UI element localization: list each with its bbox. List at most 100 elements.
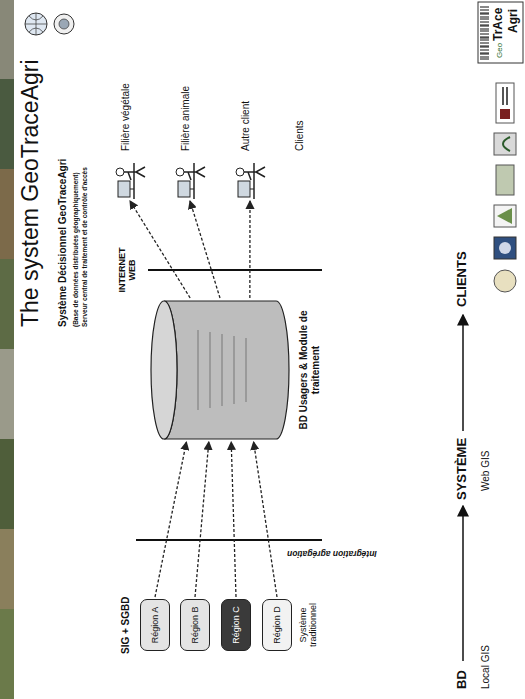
client-station: Filière animale (174, 86, 206, 199)
desk (133, 163, 135, 199)
person-head (176, 168, 184, 176)
globe-icon (25, 13, 47, 35)
region-database: Région C (221, 599, 251, 651)
cylinder-top (151, 301, 177, 439)
computer-user-icon (114, 163, 146, 199)
database-caption: BD Usagers & Module de traitement (298, 300, 321, 440)
photo (0, 79, 14, 169)
flow-step: SYSTÈME (455, 438, 470, 500)
faded-writing (233, 336, 235, 404)
logo-frame (478, 2, 523, 63)
person-head (236, 168, 244, 176)
region-database: Région D (262, 599, 292, 651)
photo (0, 259, 14, 349)
partner-logo (494, 205, 516, 227)
subtitle-note: Serveur central de traitement et de cont… (81, 167, 88, 327)
person-body (124, 167, 145, 180)
column-note: Système traditionnel (298, 593, 319, 657)
flow-note: Local GIS (480, 645, 492, 689)
flow-step: BD (455, 670, 470, 689)
region-database: Région A (140, 599, 170, 651)
flow-step: CLIENTS (455, 251, 470, 307)
photo (0, 439, 14, 529)
flow-arrow (462, 506, 464, 661)
data-flow-arrow (130, 201, 190, 298)
photo (0, 349, 14, 439)
data-flow-arrow (195, 442, 209, 597)
desk (253, 163, 255, 199)
region-name: Région B (190, 606, 200, 643)
monitor-stand (250, 189, 254, 190)
client-name: Autre client (240, 101, 251, 151)
partner-logo (494, 237, 516, 259)
column-heading: SIG + SGBD (120, 596, 132, 654)
client-name: Filière végétale (120, 83, 131, 151)
client-name: Filière animale (180, 86, 191, 151)
photo (0, 609, 14, 699)
monitor (118, 181, 130, 197)
computer-user-icon (174, 163, 206, 199)
region-name: Région C (231, 606, 241, 644)
flow-arrow (462, 315, 464, 431)
central-database: BD Usagers & Module de traitement (150, 300, 321, 440)
data-flow-arrow (249, 201, 250, 298)
partner-logo (497, 208, 512, 224)
partner-logo (494, 133, 516, 155)
partner-logo (499, 242, 511, 254)
region-name: Région A (150, 607, 160, 644)
partner-logo (494, 270, 516, 292)
logo-text: Agri (507, 9, 519, 33)
photo (0, 529, 14, 609)
logo-text: Geo (496, 43, 504, 58)
logo-text: TrAce (492, 8, 504, 41)
slide-title: The system GeoTraceAgri (17, 59, 43, 327)
globe-icon (25, 13, 47, 35)
photo-strip (0, 0, 14, 699)
partner-logo (496, 83, 514, 123)
line-label: INTERNET WEB (117, 244, 138, 296)
partner-logo (503, 137, 510, 151)
data-flow-arrow (231, 442, 236, 597)
faded-writing (221, 334, 223, 406)
data-flow-arrow (155, 442, 186, 597)
partner-logos (494, 83, 516, 292)
flow-note: Web GIS (480, 451, 492, 491)
desk (193, 163, 195, 199)
computer-user-icon (234, 163, 266, 199)
faded-writing (245, 338, 247, 402)
photo (0, 169, 14, 259)
monitor-stand (190, 189, 194, 190)
subtitle: Système Décisionnel GeoTraceAgri (57, 159, 69, 327)
region-database: Région B (180, 599, 210, 651)
monitor (178, 181, 190, 197)
person-body (244, 167, 265, 180)
project-logo (478, 2, 523, 63)
faded-writing (209, 332, 211, 408)
person-head (116, 168, 124, 176)
client-station: Filière végétale (114, 83, 146, 199)
faded-writing (197, 330, 199, 410)
barcode (480, 7, 489, 59)
emblem-icon (59, 19, 69, 29)
line-label: Intégration agrégation (285, 548, 379, 558)
group-label: Clients (294, 120, 306, 151)
internet-line (148, 269, 322, 271)
monitor (238, 181, 250, 197)
client-station: Autre client (234, 101, 266, 199)
region-name: Région D (272, 606, 282, 644)
partner-logo (502, 87, 504, 105)
person-body (184, 167, 205, 180)
cylinder-shape (150, 300, 290, 440)
partner-logo (506, 87, 508, 105)
integration-line (136, 539, 322, 541)
data-flow-arrow (190, 201, 220, 298)
partner-logo (500, 109, 510, 119)
partner-logo (496, 165, 514, 195)
emblem-icon (54, 14, 74, 34)
subtitle-note: (Base de données distribuées géographiqu… (72, 172, 79, 327)
monitor-stand (130, 189, 134, 190)
data-flow-arrow (254, 442, 277, 597)
photo (0, 0, 14, 79)
cylinder-body (164, 301, 289, 439)
